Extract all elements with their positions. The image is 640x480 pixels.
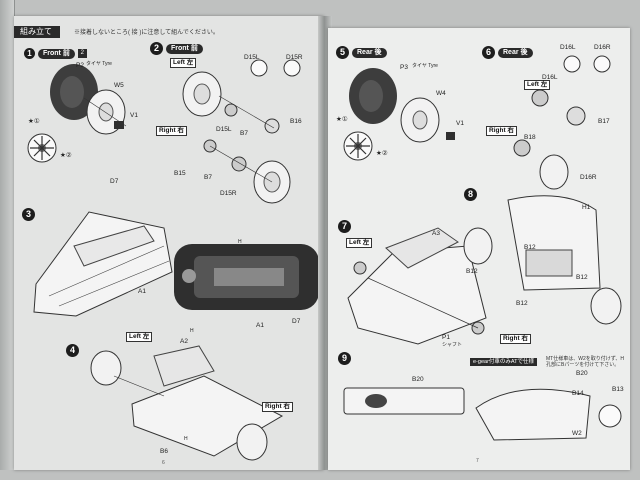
step-6-number: 6 xyxy=(482,46,495,59)
part-label-b7-b: B7 xyxy=(204,174,212,181)
part-label-v1: V1 xyxy=(130,112,138,119)
part-label-p1-sub: シャフト xyxy=(442,342,463,348)
rear-left-side-label: Left 左 xyxy=(524,80,551,90)
step-4-left-label: Left 左 xyxy=(126,332,153,342)
section-header: 組み立て xyxy=(14,26,60,38)
step-6-heading: 6 Rear 後 xyxy=(482,46,533,59)
part-label-d16r-b: D16R xyxy=(580,174,597,181)
part-label-d16r: D16R xyxy=(594,44,611,51)
part-label-b15: B15 xyxy=(174,170,186,177)
right-side-label: Right 右 xyxy=(156,126,187,136)
step-1-label: Front 前 xyxy=(38,48,75,59)
part-label-b17: B17 xyxy=(598,118,610,125)
part-label-d16l: D16L xyxy=(560,44,576,51)
step-8-number: 8 xyxy=(464,188,477,201)
part-label-b12-b: B12 xyxy=(466,268,478,275)
part-label-d16l-b: D16L xyxy=(542,74,558,81)
part-label-b16: B16 xyxy=(290,118,302,125)
step-5-label: Rear 後 xyxy=(352,47,387,58)
part-label-b12-c: B12 xyxy=(516,300,528,307)
step-9-number: 9 xyxy=(338,352,351,365)
part-label-d15l-b: D15L xyxy=(216,126,232,133)
step-7-heading: 7 xyxy=(338,220,351,233)
step-2-right-side: Right 右 xyxy=(156,126,187,136)
left-page: 組み立て ※接着しないところ( 接 )に注意して組んでください。 xyxy=(14,16,324,470)
left-diagrams xyxy=(27,59,319,461)
right-page: 5 Rear 後 6 Rear 後 7 8 9 Left 左 Right 右 L… xyxy=(328,28,630,470)
step-4-right-side: Right 右 xyxy=(262,402,293,412)
step-1-badge: 2 xyxy=(77,49,87,58)
notice-text: ※接着しないところ( 接 )に注意して組んでください。 xyxy=(74,30,219,36)
part-label-p3-sub: タイヤ Tyre xyxy=(412,63,438,69)
egear-label: e-gear付車のみATで仕様 xyxy=(470,358,538,366)
step-5-number: 5 xyxy=(336,46,349,59)
step-3-heading: 3 xyxy=(22,208,35,221)
step-7-left-side: Left 左 xyxy=(346,238,373,248)
step-9-heading: 9 xyxy=(338,352,351,365)
step-2-number: 2 xyxy=(150,42,163,55)
mark-star-2: ★② xyxy=(60,152,72,159)
rear-mark-star-1: ★① xyxy=(336,116,348,123)
binder-edge xyxy=(0,0,15,470)
part-label-b20-b: B20 xyxy=(576,370,588,377)
part-label-a1-b: A1 xyxy=(256,322,264,329)
part-label-p2: P2 xyxy=(76,62,84,69)
part-label-a3: A3 xyxy=(432,230,440,237)
step-7-right-label: Right 右 xyxy=(500,334,531,344)
step-7-right-side: Right 右 xyxy=(500,334,531,344)
part-label-b14: B14 xyxy=(572,390,584,397)
part-label-b20: B20 xyxy=(412,376,424,383)
part-label-a1: A1 xyxy=(138,288,146,295)
page-number-right: 7 xyxy=(476,458,479,464)
part-label-p2-sub: タイヤ Tyre xyxy=(86,61,112,67)
part-label-h1: H1 xyxy=(582,204,591,211)
step-7-number: 7 xyxy=(338,220,351,233)
part-label-b13: B13 xyxy=(612,386,624,393)
part-label-a2: A2 xyxy=(180,338,188,345)
rear-right-side-label: Right 右 xyxy=(486,126,517,136)
step-6-label: Rear 後 xyxy=(498,47,533,58)
step-4-number: 4 xyxy=(66,344,79,357)
step-1-number: 1 xyxy=(24,48,35,59)
step-6-right-side: Right 右 xyxy=(486,126,517,136)
part-label-d15r: D15R xyxy=(286,54,303,61)
step-6-left-side: Left 左 xyxy=(524,80,551,90)
egear-note: MT仕様車は、W2を取り付けず、H孔部にBパーツを付けて下さい。 xyxy=(546,356,624,368)
mark-star-1: ★① xyxy=(28,118,40,125)
part-label-h-2: H xyxy=(190,328,194,334)
part-label-w4: W4 xyxy=(436,90,446,97)
step-1-heading: 1 Front 前 2 xyxy=(24,48,87,59)
part-label-d7: D7 xyxy=(110,178,119,185)
part-label-d15l: D15L xyxy=(244,54,260,61)
step-3-number: 3 xyxy=(22,208,35,221)
part-label-p1: P1 xyxy=(442,334,450,341)
part-label-h-3: H xyxy=(184,436,188,442)
step-2-label: Front 前 xyxy=(166,43,203,54)
part-label-v1: V1 xyxy=(456,120,464,127)
step-2-heading: 2 Front 前 xyxy=(150,42,203,55)
step-5-heading: 5 Rear 後 xyxy=(336,46,387,59)
step-8-heading: 8 xyxy=(464,188,477,201)
part-label-w5: W5 xyxy=(114,82,124,89)
part-label-b7: B7 xyxy=(240,130,248,137)
left-side-label: Left 左 xyxy=(170,58,197,68)
part-label-h-1: H xyxy=(238,239,242,245)
right-diagrams xyxy=(343,55,622,441)
part-label-d15r-b: D15R xyxy=(220,190,237,197)
part-label-b6: B6 xyxy=(160,448,168,455)
part-label-d7-b: D7 xyxy=(292,318,301,325)
rear-mark-star-2: ★② xyxy=(376,150,388,157)
part-label-b18: B18 xyxy=(524,134,536,141)
step-4-heading: 4 xyxy=(66,344,79,357)
part-label-p3: P3 xyxy=(400,64,408,71)
step-4-right-label: Right 右 xyxy=(262,402,293,412)
step-4-left-side: Left 左 xyxy=(126,332,153,342)
page-number: 6 xyxy=(162,460,165,466)
step-2-left-side: Left 左 xyxy=(170,58,197,68)
part-label-w2: W2 xyxy=(572,430,582,437)
part-label-b12-d: B12 xyxy=(576,274,588,281)
step-7-left-label: Left 左 xyxy=(346,238,373,248)
part-label-b12-a: B12 xyxy=(524,244,536,251)
